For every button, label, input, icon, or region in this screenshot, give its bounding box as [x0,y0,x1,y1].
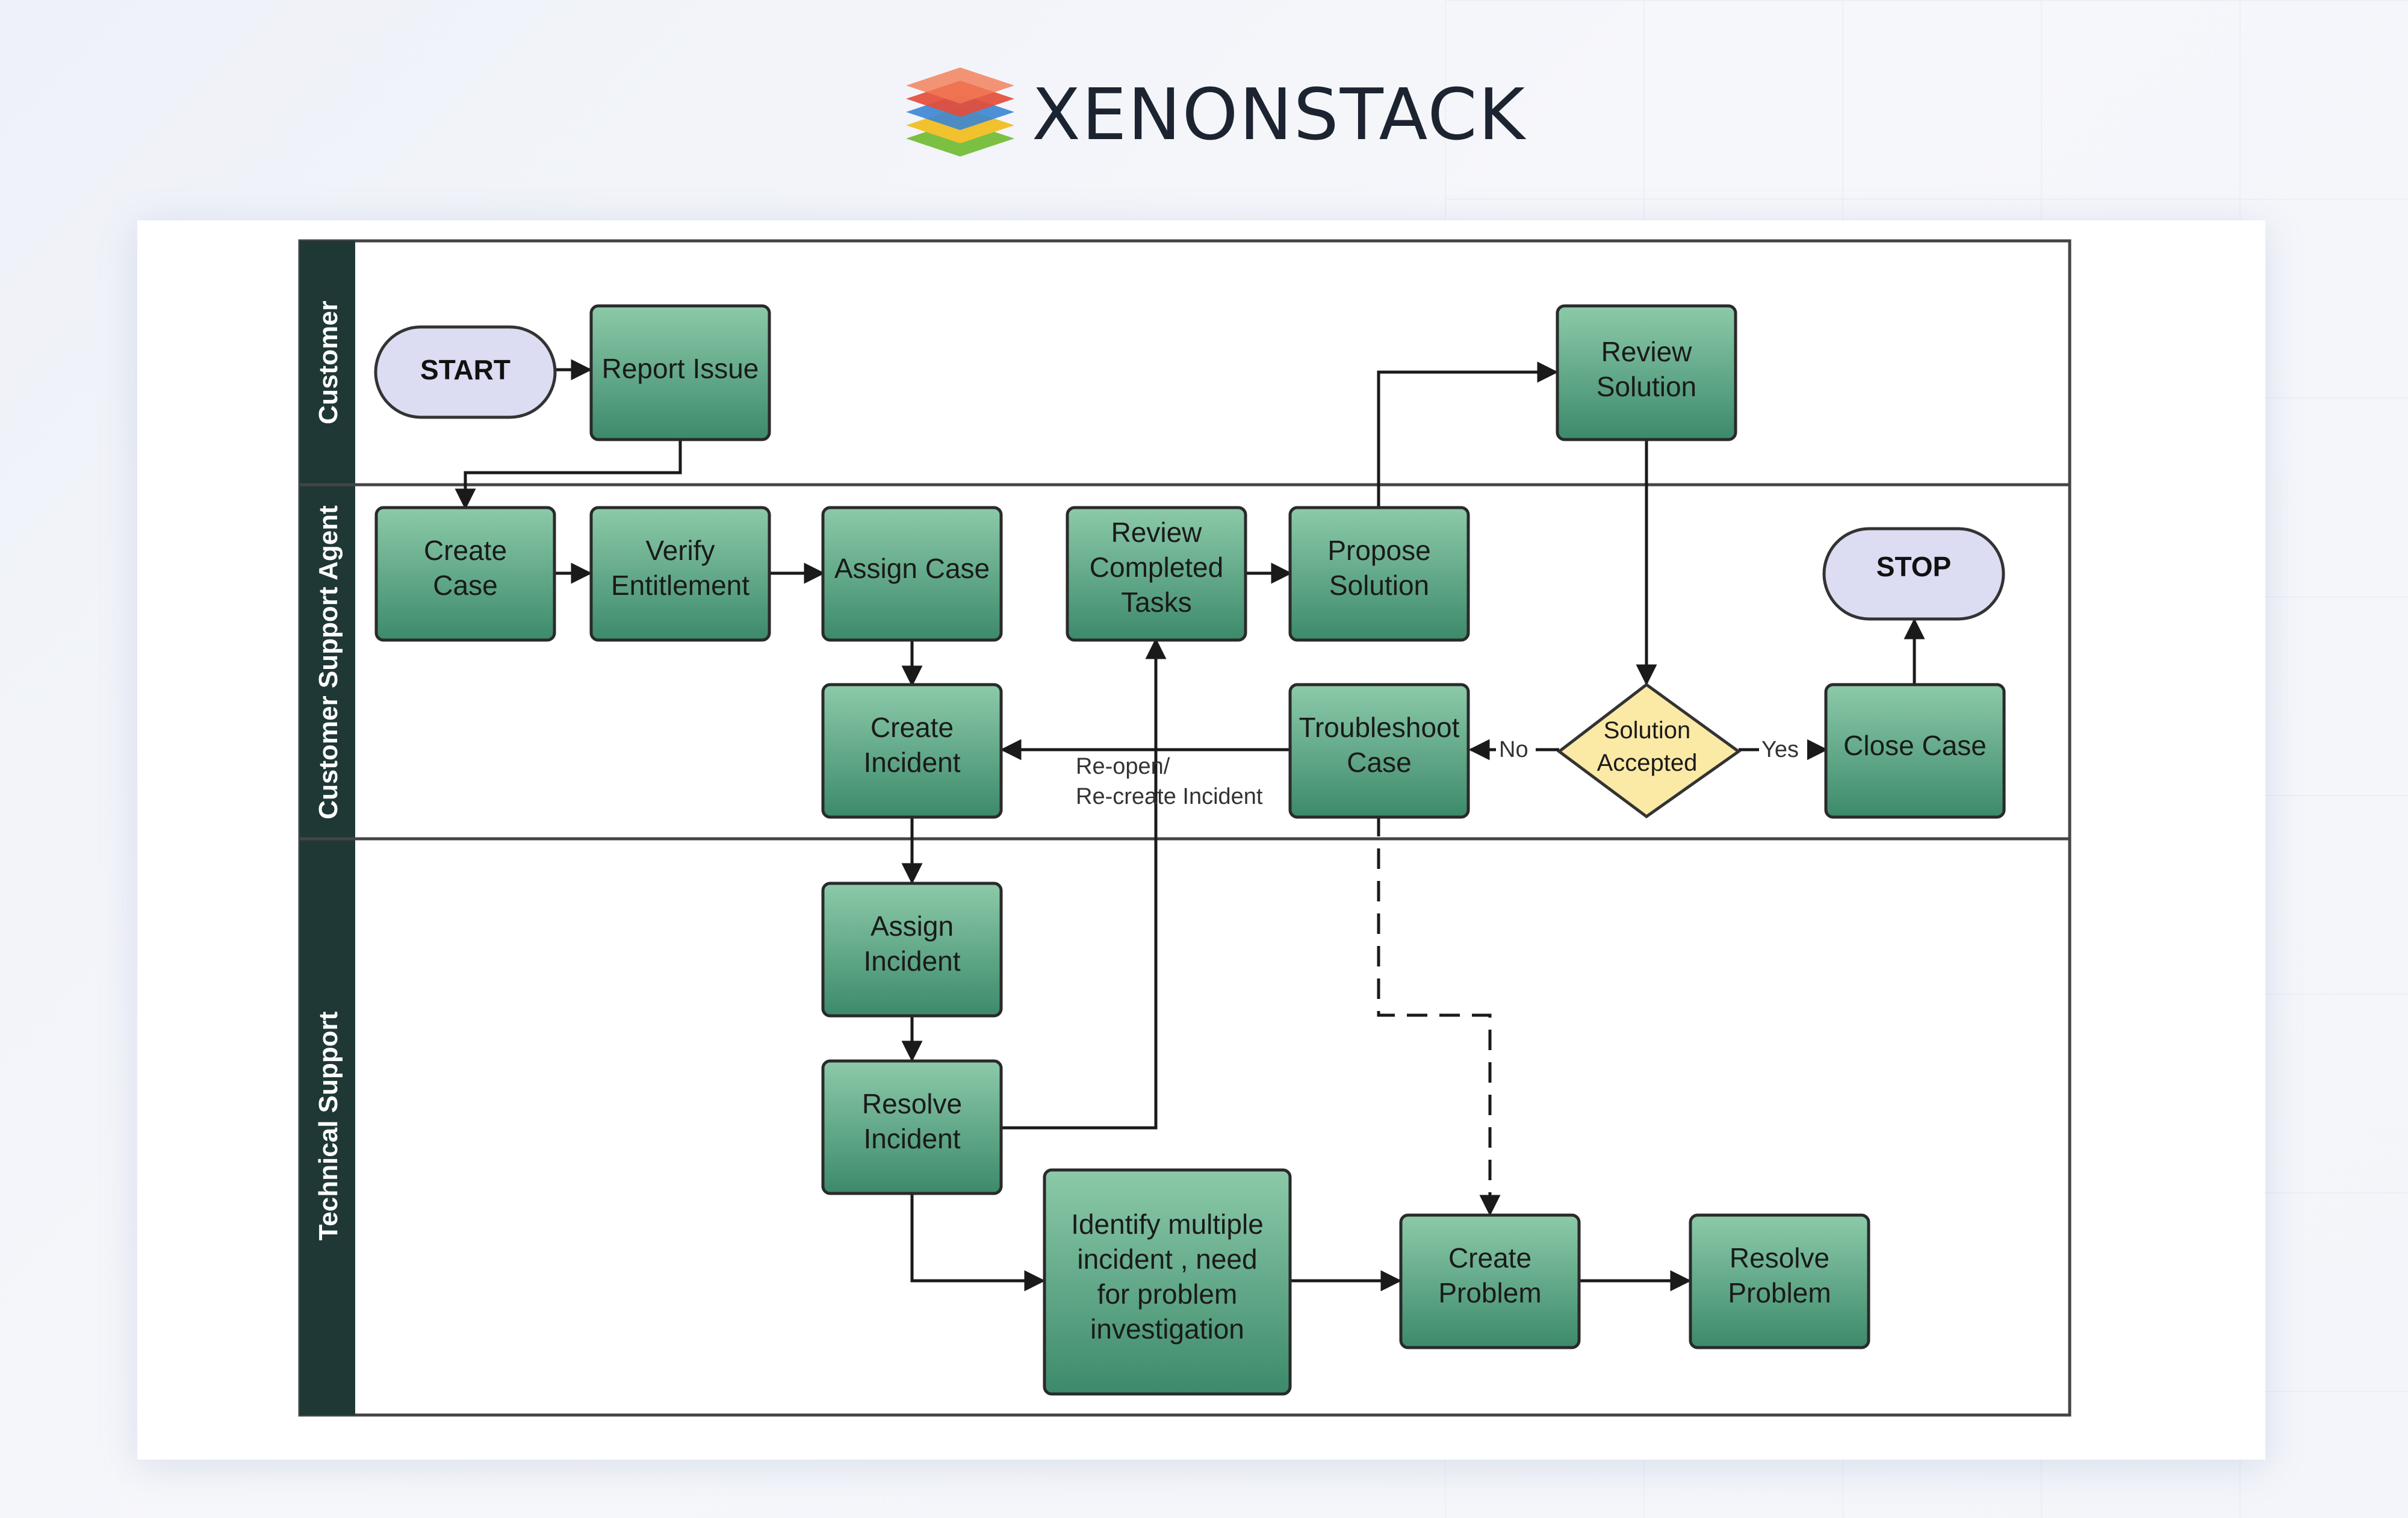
svg-text:for problem: for problem [1097,1278,1238,1310]
svg-text:Solution: Solution [1604,717,1691,744]
svg-text:Verify: Verify [645,535,715,566]
node-identify-multiple: Identify multiple incident , need for pr… [1043,1168,1292,1396]
svg-text:Review: Review [1601,336,1693,367]
node-propose-solution: Propose Solution [1288,506,1470,642]
edge-label-yes: Yes [1761,737,1799,762]
node-review-completed-tasks: Review Completed Tasks [1066,506,1247,642]
decision-solution-accepted: Solution Accepted [1556,682,1742,819]
node-review-solution: Review Solution [1556,304,1737,441]
node-close-case: Close Case [1824,683,2006,819]
lane-label-support-agent: Customer Support Agent [314,505,343,820]
svg-text:Incident: Incident [863,747,960,778]
edge-labels: No Yes Re-open/ Re-create Incident [1076,736,1807,809]
diagram-card: Customer Customer Support Agent Technica… [137,220,2265,1460]
svg-text:Solution: Solution [1329,570,1429,601]
svg-text:Report Issue: Report Issue [602,353,759,384]
node-troubleshoot-case: Troubleshoot Case [1288,683,1470,819]
svg-text:Entitlement: Entitlement [611,570,749,601]
svg-text:Identify multiple: Identify multiple [1071,1208,1264,1240]
svg-text:Tasks: Tasks [1121,586,1192,618]
lane-label-customer: Customer [314,300,343,424]
node-verify-entitlement: Verify Entitlement [589,506,771,642]
svg-text:Troubleshoot: Troubleshoot [1299,712,1460,743]
svg-text:Propose: Propose [1327,535,1430,566]
svg-text:Incident: Incident [863,945,960,977]
swimlane-frame [298,239,2071,1417]
svg-text:Case: Case [433,570,497,601]
node-assign-incident: Assign Incident [821,882,1003,1018]
node-create-incident: Create Incident [821,683,1003,819]
node-report-issue: Report Issue [589,304,771,441]
stop-terminal: STOP [1822,527,2005,621]
svg-text:Solution: Solution [1597,371,1696,402]
node-assign-case: Assign Case [821,506,1003,642]
edge-label-reopen: Re-open/ [1076,754,1170,779]
svg-text:Accepted: Accepted [1597,750,1698,776]
svg-text:Review: Review [1111,517,1203,548]
svg-text:START: START [420,354,510,385]
svg-text:Assign: Assign [870,910,954,942]
svg-text:Create: Create [870,712,954,743]
svg-text:Assign Case: Assign Case [834,553,990,584]
start-terminal: START [374,325,557,419]
svg-text:Incident: Incident [863,1123,960,1154]
edge-label-no: No [1499,737,1528,762]
edge-label-recreate: Re-create Incident [1076,784,1263,809]
node-create-case: Create Case [374,506,556,642]
svg-text:Completed: Completed [1090,552,1223,583]
connectors [455,359,1925,1292]
svg-text:Create: Create [1448,1242,1531,1274]
node-create-problem: Create Problem [1399,1213,1581,1349]
svg-text:Create: Create [424,535,507,566]
lane-labels: Customer Customer Support Agent Technica… [314,300,343,1240]
svg-text:Resolve: Resolve [1730,1242,1829,1274]
node-resolve-problem: Resolve Problem [1689,1213,1870,1349]
lane-label-technical-support: Technical Support [314,1011,343,1240]
svg-text:STOP: STOP [1876,551,1951,582]
brand-logo: XENONSTACK [903,54,1526,175]
node-resolve-incident: Resolve Incident [821,1059,1003,1195]
svg-text:Problem: Problem [1728,1277,1831,1308]
svg-text:Resolve: Resolve [862,1088,962,1119]
svg-text:Case: Case [1347,747,1411,778]
svg-text:Close Case: Close Case [1843,730,1987,761]
process-boxes: Report Issue Review Solution Create Case… [374,304,2006,1396]
stacked-layers-icon [906,67,1014,157]
svg-text:Problem: Problem [1438,1277,1541,1308]
swimlane-diagram: Customer Customer Support Agent Technica… [298,239,2071,1417]
svg-text:incident , need: incident , need [1077,1243,1257,1275]
brand-name: XENONSTACK [1032,73,1527,156]
svg-text:investigation: investigation [1090,1313,1244,1345]
